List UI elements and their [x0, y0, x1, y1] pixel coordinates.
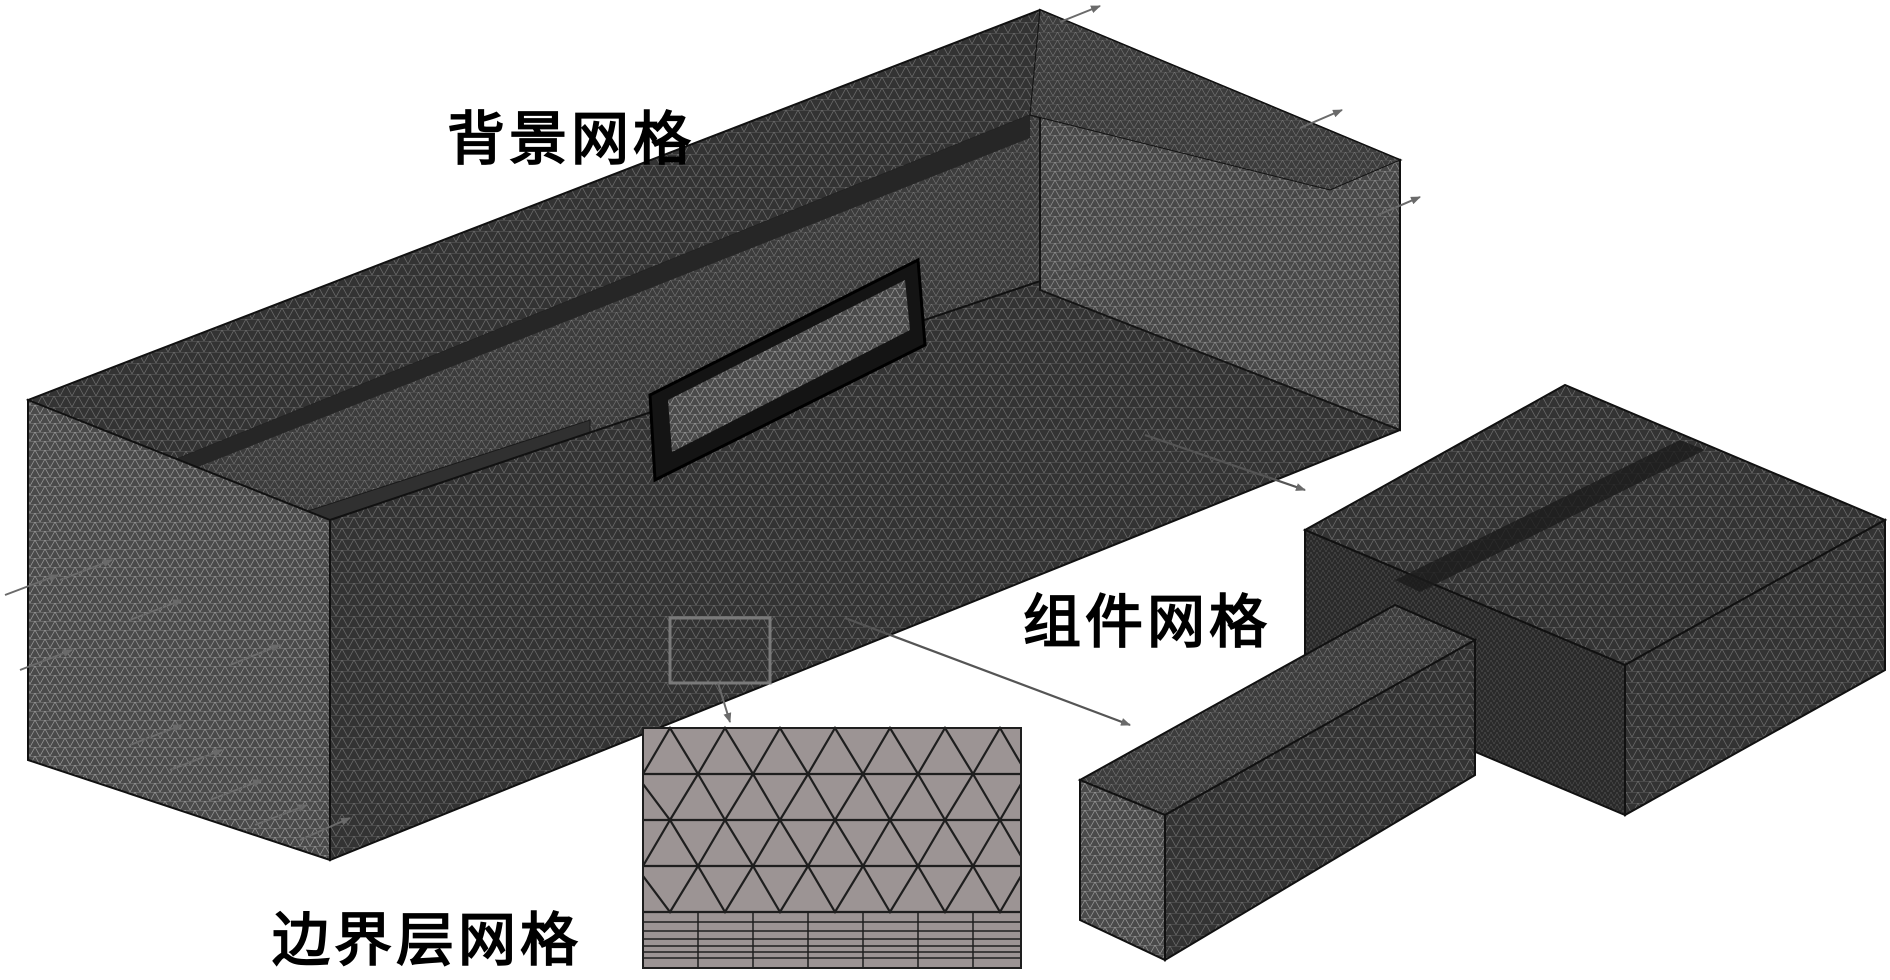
outflow-arrow: [1377, 196, 1421, 216]
inflow-arrow: [229, 644, 281, 666]
inflow-arrow: [129, 724, 183, 746]
background-box-inner-wall: [150, 115, 1030, 480]
background-box-right-rim: [1029, 9, 1402, 191]
boundary-layer-zoom: [642, 616, 1022, 969]
inflow-arrow: [299, 817, 351, 841]
inflow-arrow: [4, 574, 59, 596]
component-pointer-arrows: [844, 433, 1306, 727]
component-large-block-seam: [1395, 440, 1705, 592]
pointer-arrow-upper: [1144, 433, 1306, 492]
zoom-inset-background: [642, 727, 1022, 969]
inflow-arrow: [169, 749, 223, 771]
inflow-arrow: [209, 779, 263, 801]
outflow-arrow: [1299, 109, 1343, 129]
component-large-block-right-face: [1624, 518, 1886, 817]
inflow-arrow: [129, 599, 183, 621]
component-small-block-side-face: [1164, 638, 1476, 962]
zoom-source-box: [668, 616, 772, 685]
zoom-triangle-mesh: [642, 725, 1022, 968]
boundary-layer-mesh-label: 边界层网格: [272, 906, 583, 974]
inflow-arrow: [59, 559, 113, 581]
outflow-arrow: [1059, 5, 1101, 23]
inflow-arrows: [4, 559, 351, 841]
outflow-arrows: [1059, 5, 1421, 216]
refinement-window-inner: [668, 280, 910, 452]
background-mesh-label: 背景网格: [447, 105, 696, 173]
inflow-arrow: [254, 804, 308, 826]
zoom-pointer: [717, 682, 732, 723]
zoom-inset: [642, 725, 1022, 969]
background-mesh-box: [26, 8, 1403, 862]
component-mesh-label: 组件网格: [1023, 588, 1272, 656]
inflow-arrow: [19, 649, 73, 671]
component-mesh: [1077, 383, 1888, 962]
pointer-arrow-lower: [844, 616, 1131, 727]
